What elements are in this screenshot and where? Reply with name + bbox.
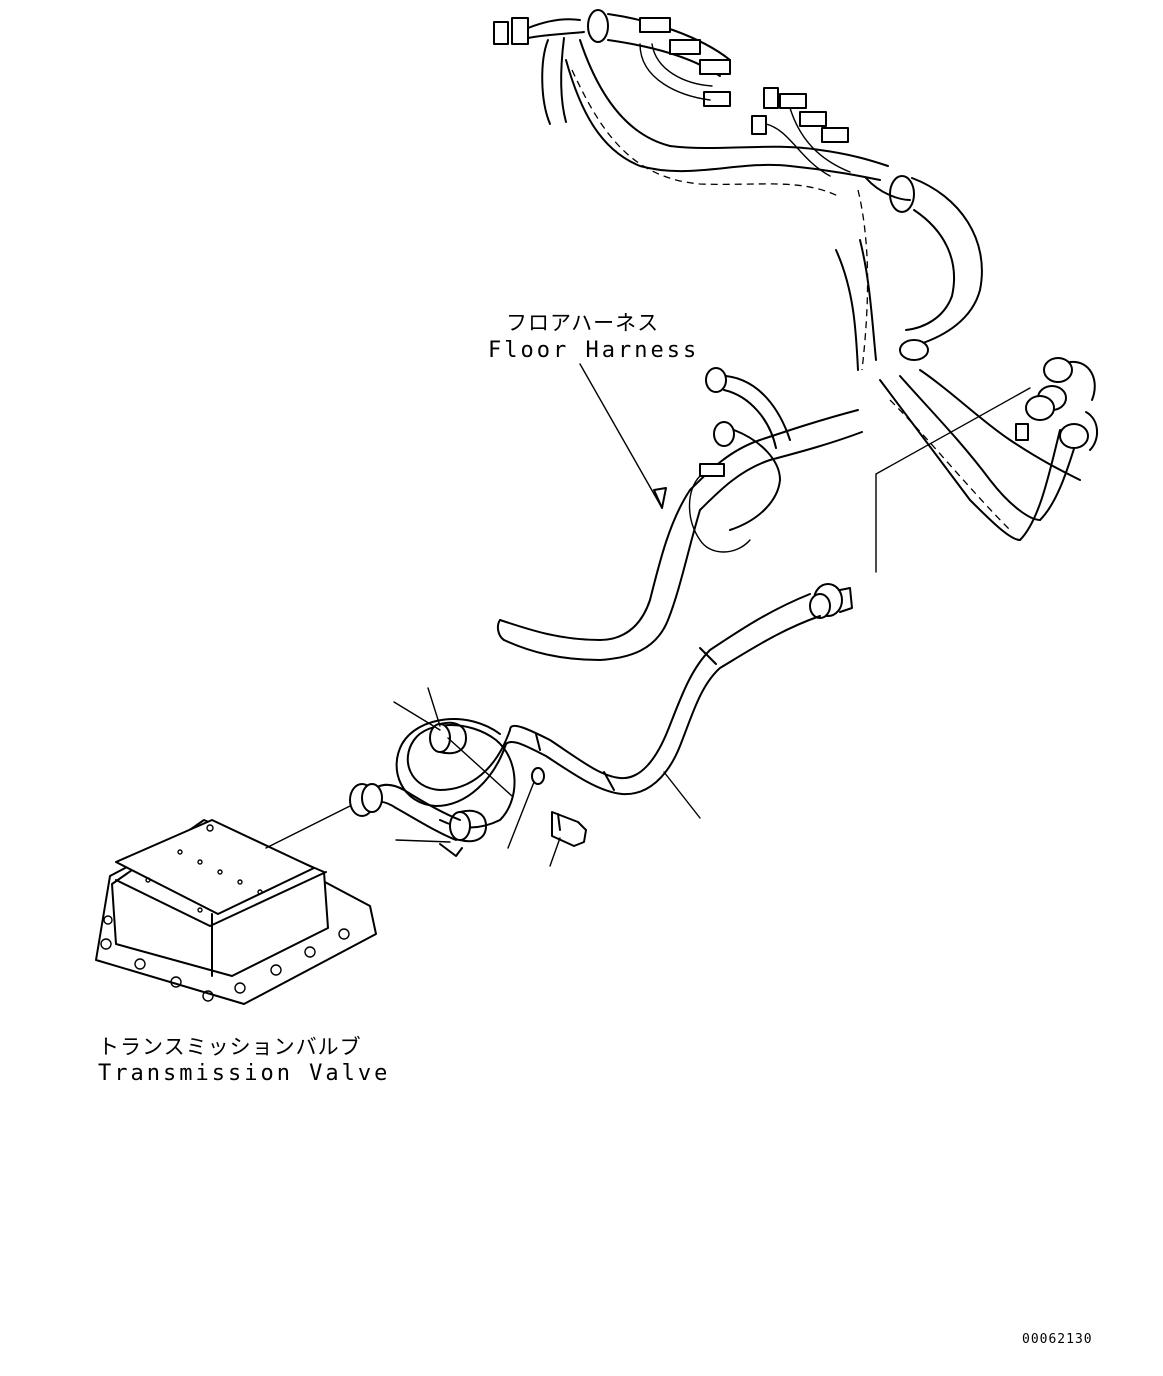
floor-harness-label-jp: フロアハーネス [506, 311, 659, 335]
transmission-valve [95, 819, 377, 1005]
clamp-lower [439, 809, 487, 857]
transmission-harness [349, 583, 853, 857]
harness-right-branch [879, 357, 1098, 541]
bolt [551, 811, 587, 847]
harness-left-branch [496, 367, 863, 661]
transmission-valve-label-jp: トランスミッションバルブ [98, 1035, 362, 1059]
drawing-number: 00062130 [1022, 1332, 1093, 1347]
leader-lines [265, 363, 1031, 867]
washer [531, 767, 545, 785]
floor-harness-assembly [493, 9, 1098, 661]
harness-end-connector [809, 583, 853, 619]
harness-top-connectors [493, 9, 731, 125]
transmission-valve-label-en: Transmission Valve [98, 1061, 390, 1086]
floor-harness-label-en: Floor Harness [488, 338, 699, 363]
harness-main-trunk [565, 39, 983, 371]
